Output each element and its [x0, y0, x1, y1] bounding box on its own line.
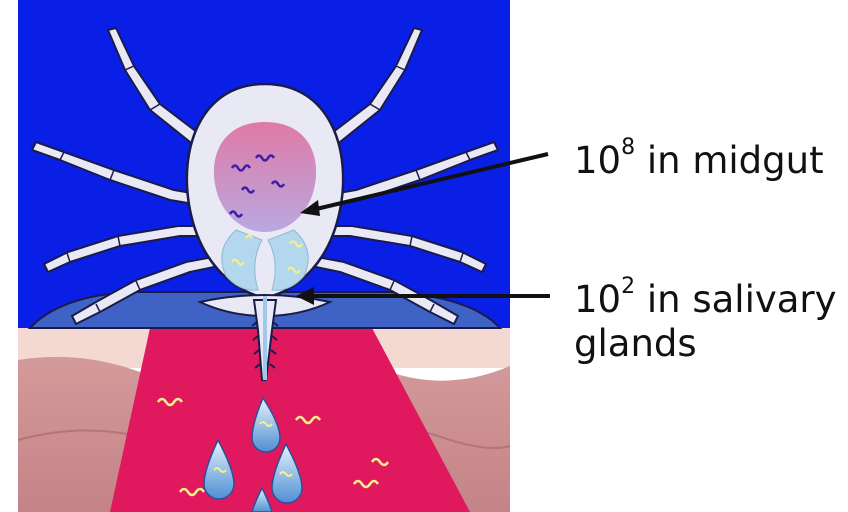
midgut-base: 10	[574, 139, 621, 182]
salivary-text: in salivary	[635, 278, 836, 321]
salivary-text-line2: glands	[574, 322, 697, 365]
midgut-exponent: 8	[621, 135, 635, 160]
salivary-exponent: 2	[621, 274, 635, 299]
midgut-count-label: 108 in midgut	[574, 139, 824, 183]
salivary-base: 10	[574, 278, 621, 321]
midgut-text: in midgut	[635, 139, 824, 182]
